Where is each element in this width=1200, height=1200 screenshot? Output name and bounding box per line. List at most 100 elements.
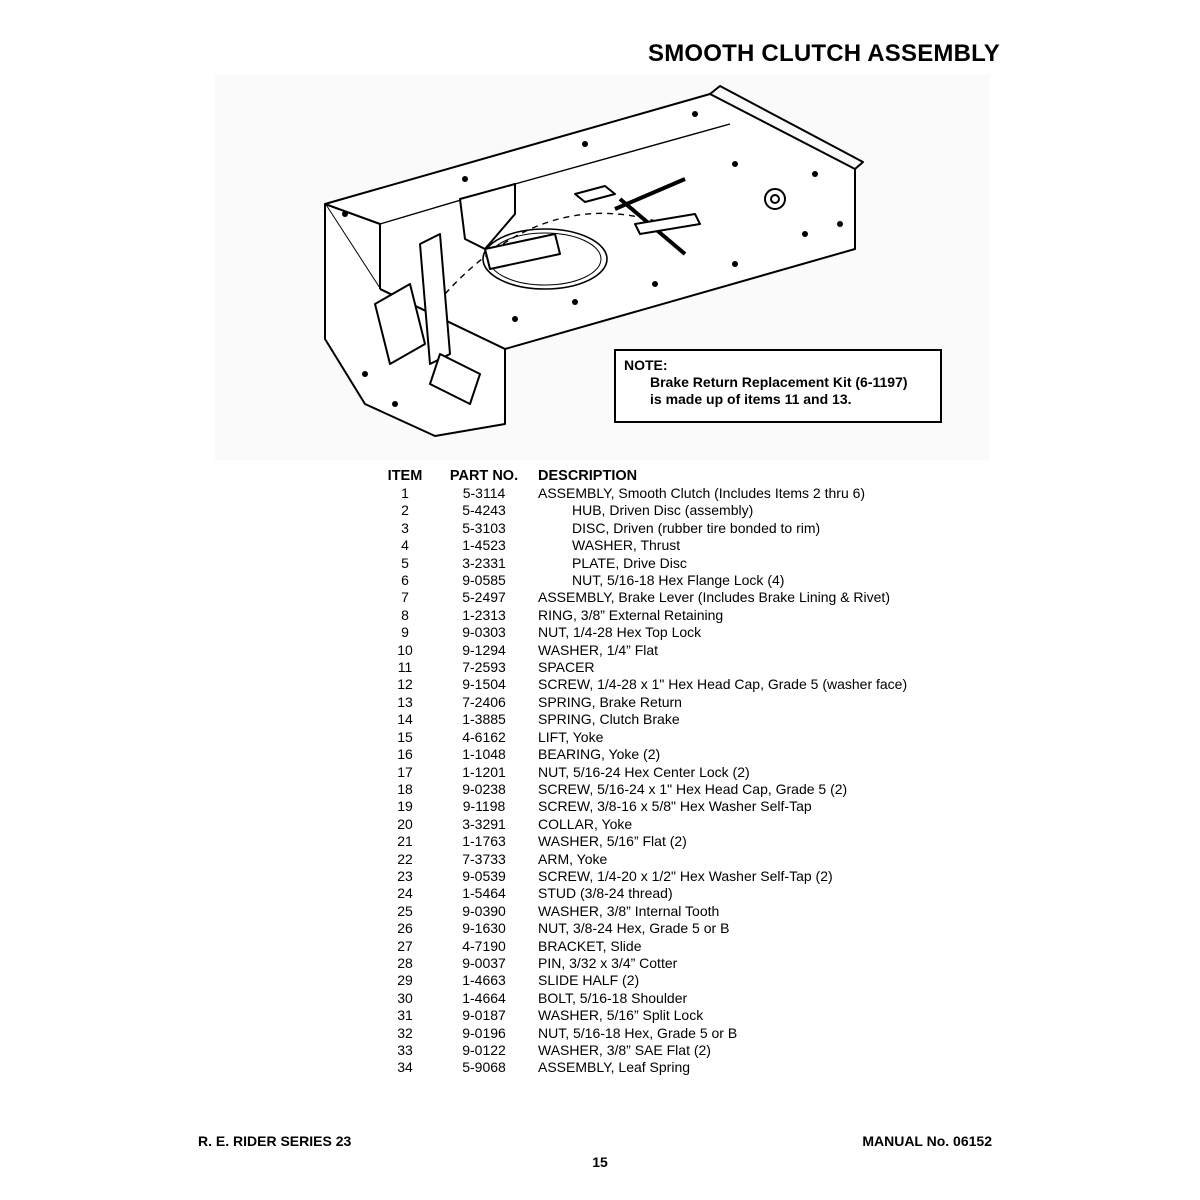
table-row: 2 5-4243 HUB, Driven Disc (assembly) bbox=[380, 502, 980, 519]
part-number: 5-3114 bbox=[462, 485, 506, 501]
part-number: 1-3885 bbox=[462, 711, 506, 728]
part-description: LIFT, Yoke bbox=[538, 728, 604, 745]
item-number: 21 bbox=[397, 833, 413, 850]
part-number: 9-0187 bbox=[462, 1007, 506, 1024]
driven-disc bbox=[482, 228, 608, 290]
brake-lever-bracket bbox=[459, 183, 516, 250]
table-row: 5 3-2331 PLATE, Drive Disc bbox=[380, 555, 980, 572]
part-number: 1-4523 bbox=[462, 537, 506, 554]
hub-opening-inner bbox=[770, 194, 780, 204]
part-number: 9-0196 bbox=[462, 1024, 506, 1041]
item-number: 6 bbox=[401, 572, 409, 589]
part-description: ARM, Yoke bbox=[538, 850, 608, 867]
table-row: 11 7-2593 SPACER bbox=[380, 659, 980, 676]
disc-dashed-outline bbox=[444, 212, 666, 295]
part-description: RING, 3/8” External Retaining bbox=[538, 606, 724, 623]
part-description: HUB, Driven Disc (assembly) bbox=[572, 502, 754, 519]
frame-right-wall bbox=[709, 85, 864, 170]
note-line-2: is made up of items 11 and 13. bbox=[650, 391, 852, 407]
yoke-collar bbox=[429, 353, 481, 405]
item-number: 10 bbox=[397, 641, 413, 658]
part-description: DISC, Driven (rubber tire bonded to rim) bbox=[572, 519, 821, 536]
table-row: 12 9-1504 SCREW, 1/4-28 x 1" Hex Head Cap,… bbox=[380, 676, 980, 693]
part-number: 9-1630 bbox=[462, 920, 506, 937]
part-number: 9-0303 bbox=[462, 624, 506, 641]
part-description: NUT, 5/16-18 Hex, Grade 5 or B bbox=[538, 1024, 738, 1041]
part-number: 9-0238 bbox=[462, 780, 506, 797]
part-description: WASHER, Thrust bbox=[572, 537, 681, 554]
part-description: PIN, 3/32 x 3/4” Cotter bbox=[538, 954, 678, 971]
part-description: BEARING, Yoke (2) bbox=[538, 746, 661, 763]
part-description: NUT, 3/8-24 Hex, Grade 5 or B bbox=[538, 920, 730, 937]
part-number: 9-0539 bbox=[462, 867, 506, 884]
part-number: 9-1294 bbox=[462, 641, 506, 658]
part-number: 9-1504 bbox=[462, 676, 506, 693]
part-number: 5-4243 bbox=[462, 502, 506, 519]
item-number: 29 bbox=[397, 972, 413, 989]
footer-series: R. E. RIDER SERIES 23 bbox=[198, 1133, 352, 1149]
part-description: SCREW, 1/4-28 x 1" Hex Head Cap, Grade 5… bbox=[538, 676, 908, 693]
slide-bracket bbox=[634, 213, 701, 235]
item-number: 8 bbox=[401, 606, 409, 623]
item-number: 28 bbox=[397, 954, 413, 971]
table-row: 30 1-4664 BOLT, 5/16-18 Shoulder bbox=[380, 990, 980, 1007]
part-number: 1-1763 bbox=[462, 833, 506, 850]
item-number: 5 bbox=[401, 554, 409, 571]
footer-manual-number: MANUAL No. 06152 bbox=[862, 1133, 992, 1149]
page-title: SMOOTH CLUTCH ASSEMBLY bbox=[648, 40, 1000, 67]
part-number: 3-2331 bbox=[462, 554, 506, 571]
part-number: 1-2313 bbox=[462, 606, 506, 623]
part-number: 1-4663 bbox=[462, 972, 506, 989]
item-number: 27 bbox=[397, 937, 413, 954]
table-row: 8 1-2313 RING, 3/8” External Retaining bbox=[380, 607, 980, 624]
clutch-assembly-diagram: NOTE: Brake Return Replacement Kit (6-11… bbox=[215, 74, 990, 460]
part-number: 7-3733 bbox=[462, 850, 506, 867]
part-description: WASHER, 3/8” Internal Tooth bbox=[538, 902, 720, 919]
part-description: BOLT, 5/16-18 Shoulder bbox=[538, 989, 688, 1006]
header-item: ITEM bbox=[387, 468, 423, 484]
part-number: 1-4664 bbox=[462, 989, 506, 1006]
part-description: STUD (3/8-24 thread) bbox=[538, 885, 673, 902]
part-number: 4-6162 bbox=[462, 728, 506, 745]
item-number: 14 bbox=[397, 711, 413, 728]
item-number: 30 bbox=[397, 989, 413, 1006]
item-number: 20 bbox=[397, 815, 413, 832]
note-line-1: Brake Return Replacement Kit (6-1197) bbox=[650, 374, 908, 390]
part-description: SPACER bbox=[538, 659, 595, 676]
part-number: 1-5464 bbox=[462, 885, 506, 902]
item-number: 18 bbox=[397, 780, 413, 797]
item-number: 16 bbox=[397, 746, 413, 763]
part-description: ASSEMBLY, Leaf Spring bbox=[538, 1059, 691, 1076]
item-number: 2 bbox=[401, 502, 409, 519]
part-number: 7-2593 bbox=[462, 659, 506, 676]
item-number: 12 bbox=[397, 676, 413, 693]
item-number: 19 bbox=[397, 798, 413, 815]
part-number: 3-3291 bbox=[462, 815, 506, 832]
item-number: 24 bbox=[397, 885, 413, 902]
part-number: 9-0122 bbox=[462, 1042, 506, 1058]
part-number: 9-1198 bbox=[462, 798, 506, 815]
part-description: NUT, 1/4-28 Hex Top Lock bbox=[538, 624, 702, 641]
part-description: PLATE, Drive Disc bbox=[572, 554, 687, 571]
part-description: BRACKET, Slide bbox=[538, 937, 642, 954]
item-number: 11 bbox=[397, 659, 413, 676]
item-number: 22 bbox=[397, 850, 413, 867]
part-description: WASHER, 5/16” Split Lock bbox=[538, 1007, 704, 1024]
item-number: 4 bbox=[401, 537, 409, 554]
part-number: 9-0585 bbox=[462, 572, 506, 589]
